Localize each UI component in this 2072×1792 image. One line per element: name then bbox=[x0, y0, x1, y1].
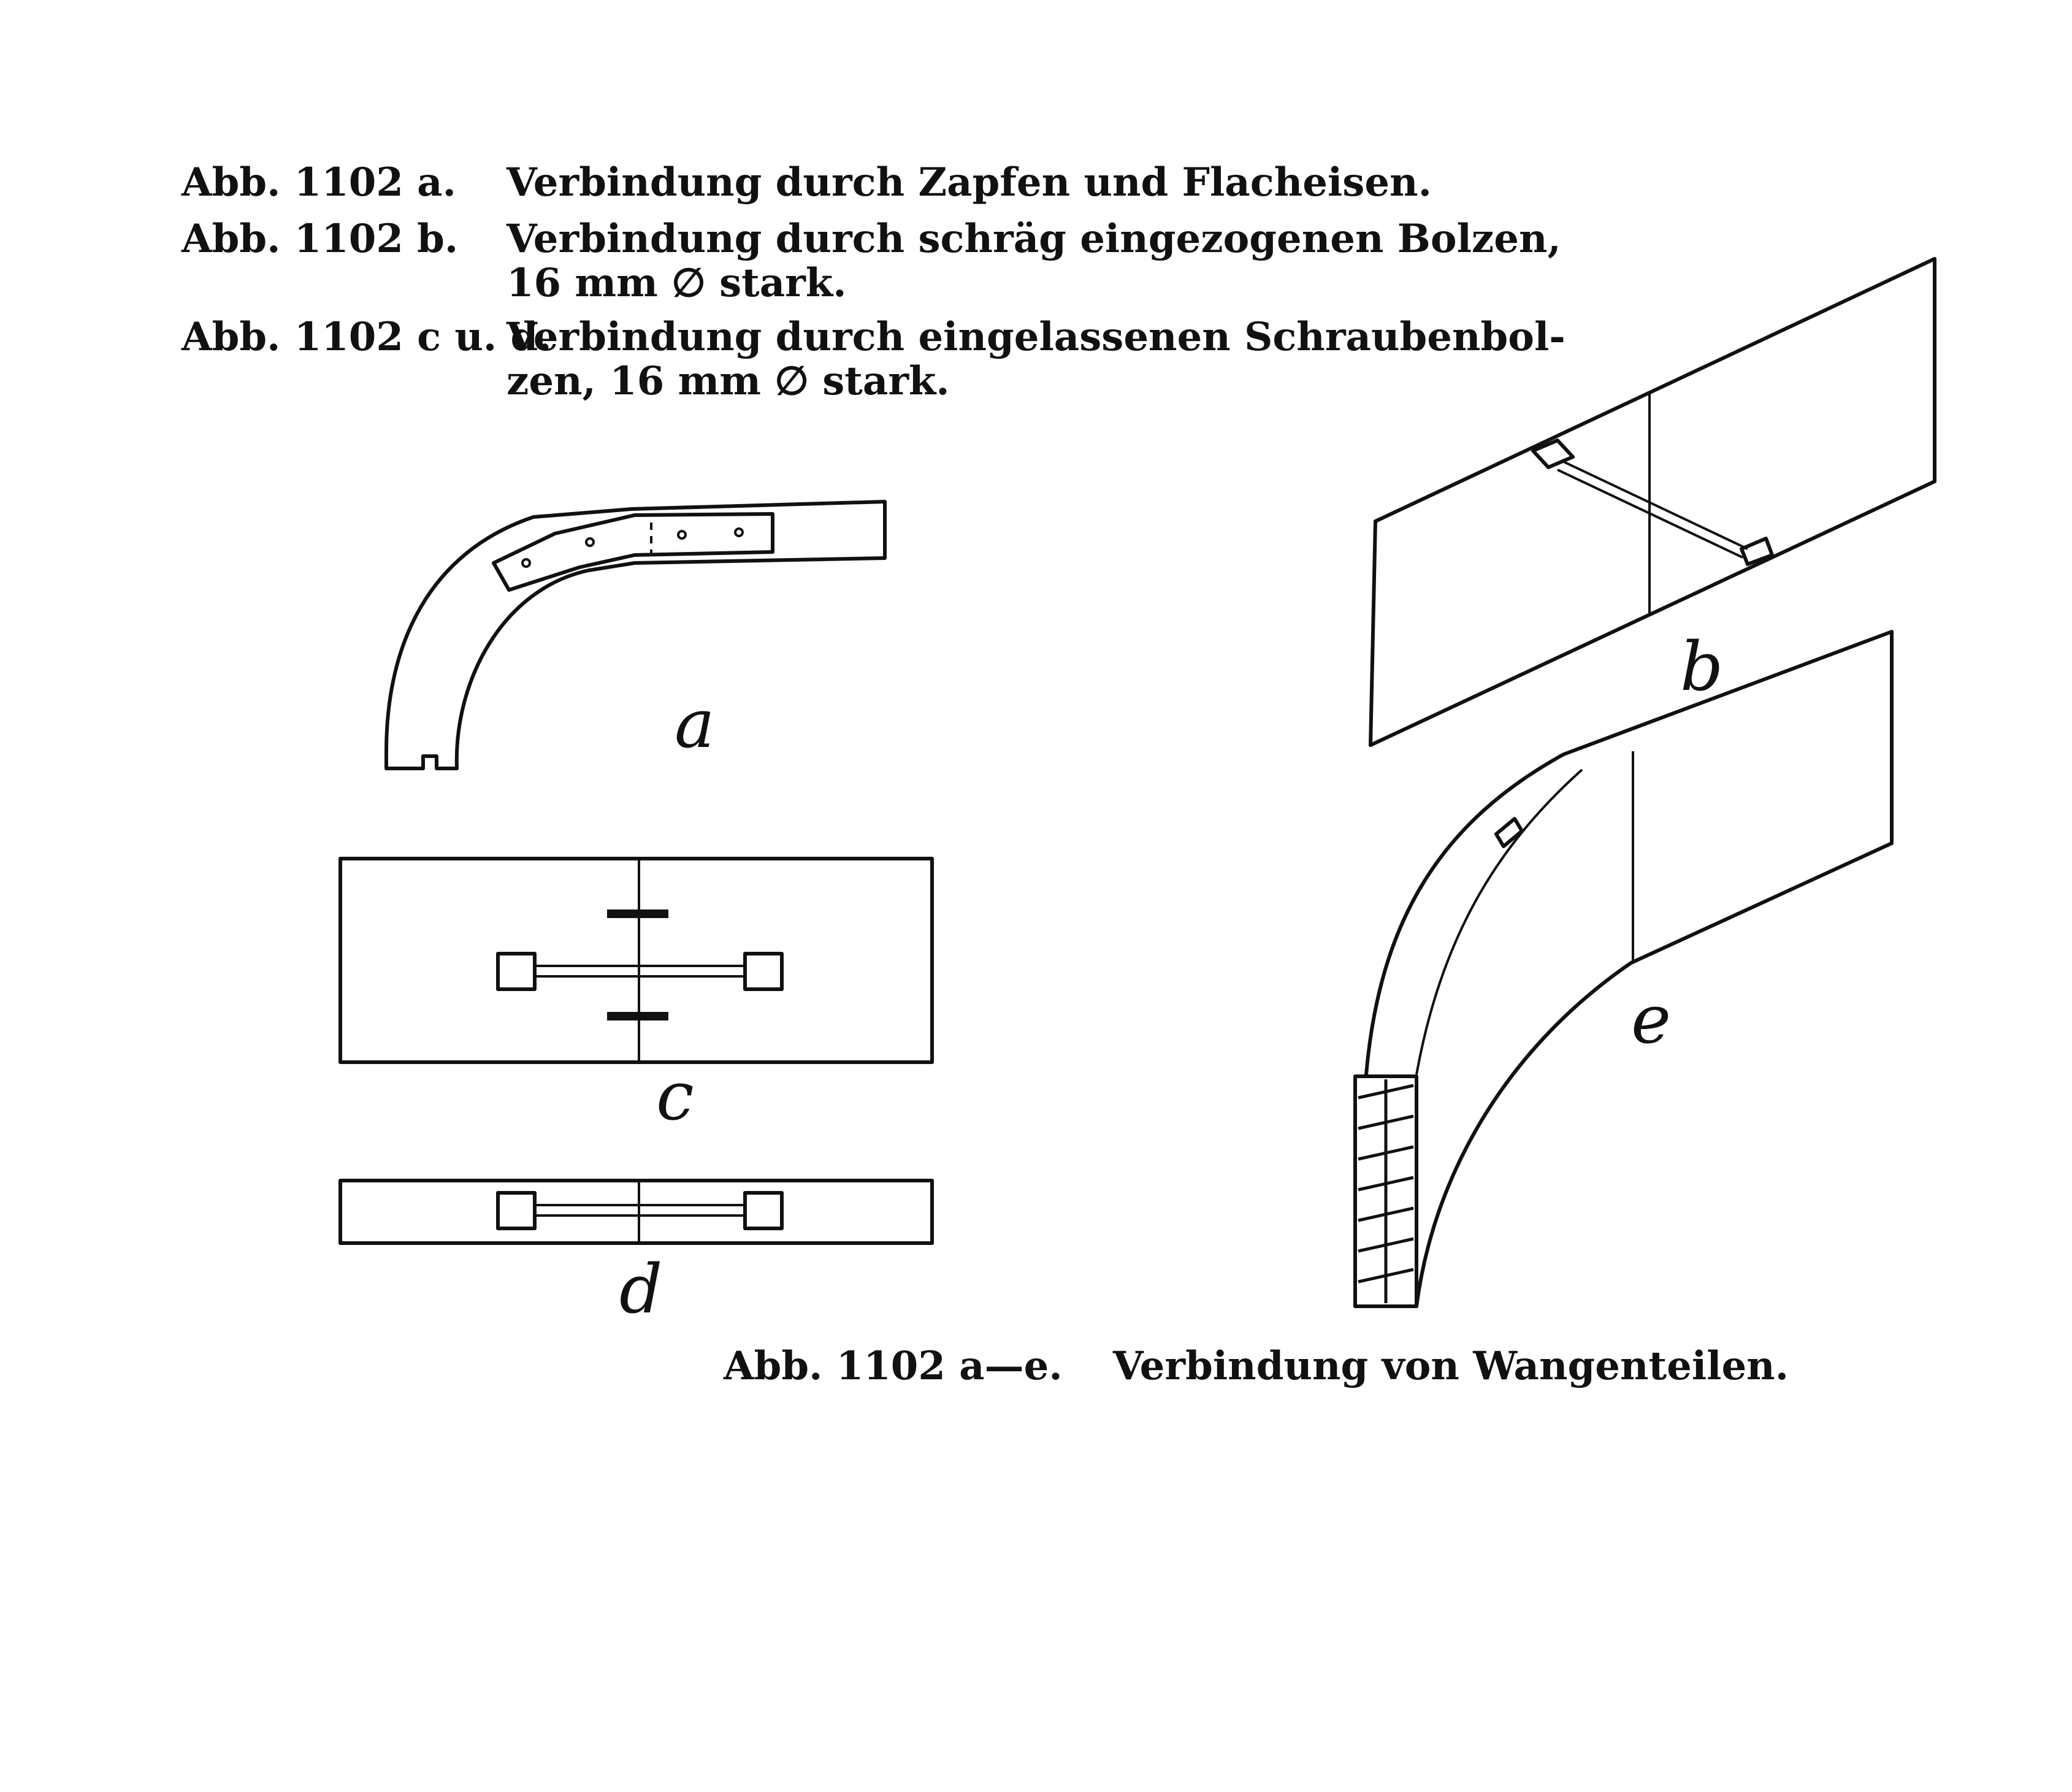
figure-a-bolt-hole-4 bbox=[734, 527, 744, 537]
legend-label-b: Abb. 1102 b. bbox=[182, 216, 459, 262]
figure-d: d bbox=[338, 1179, 934, 1328]
figure-c: c bbox=[338, 857, 934, 1135]
figure-b-bolt-top bbox=[1562, 460, 1748, 550]
legend-label-a: Abb. 1102 a. bbox=[182, 159, 456, 205]
legend-row-a: Abb. 1102 a. Verbindung durch Zapfen und… bbox=[182, 159, 1432, 217]
figure-b: b bbox=[1369, 257, 1936, 747]
caption-text: Verbindung von Wangenteilen. bbox=[1112, 1343, 1789, 1389]
figure-d-nut-left bbox=[496, 1191, 537, 1230]
figure-a-bolt-hole-3 bbox=[677, 530, 687, 540]
figure-a-bolt-hole-1 bbox=[521, 558, 531, 568]
figure-c-nut-left bbox=[496, 952, 537, 991]
figure-e-inner-edge bbox=[1415, 768, 1583, 1075]
figure-e-letter: e bbox=[1631, 980, 1671, 1059]
figure-a-flat-iron bbox=[492, 512, 774, 592]
figure-b-nut-upper bbox=[1531, 438, 1575, 469]
figure-a: a bbox=[384, 500, 887, 770]
figure-a-bolt-hole-2 bbox=[585, 537, 595, 547]
figure-d-nut-right bbox=[743, 1191, 784, 1230]
figure-c-dowel-bottom bbox=[607, 1012, 668, 1020]
figure-e-nut bbox=[1494, 817, 1524, 848]
figure-b-letter: b bbox=[1680, 627, 1723, 706]
figure-a-letter: a bbox=[675, 684, 715, 763]
figure-e-section bbox=[1353, 1074, 1418, 1308]
figure-e-outline bbox=[1364, 630, 1894, 1308]
figure-c-outline bbox=[338, 857, 934, 1064]
legend: Abb. 1102 a. Verbindung durch Zapfen und… bbox=[182, 159, 1565, 413]
caption-label: Abb. 1102 a—e. bbox=[724, 1343, 1063, 1389]
figure-c-letter: c bbox=[656, 1057, 694, 1135]
figure-c-dowel-top bbox=[607, 909, 668, 918]
legend-text-a-line-1: Verbindung durch Zapfen und Flacheisen. bbox=[507, 159, 1432, 205]
legend-row-b: Abb. 1102 b. Verbindung durch schräg ein… bbox=[182, 216, 1561, 315]
figure-e: e bbox=[1353, 630, 1894, 1308]
legend-text-b-line-2: 16 mm ∅ stark. bbox=[507, 260, 847, 306]
legend-text-a: Verbindung durch Zapfen und Flacheisen. bbox=[507, 159, 1432, 205]
figure-b-nut-lower bbox=[1740, 537, 1774, 566]
figure-b-outline bbox=[1369, 257, 1936, 747]
legend-row-cd: Abb. 1102 c u. d. Verbindung durch einge… bbox=[182, 314, 1565, 413]
legend-text-cd-line-2: zen, 16 mm ∅ stark. bbox=[507, 358, 950, 404]
figure-a-tenon bbox=[632, 514, 652, 556]
figure-a-outline bbox=[384, 500, 887, 770]
figure-c-nut-right bbox=[743, 952, 784, 991]
figure-d-outline bbox=[338, 1179, 934, 1245]
figure-caption: Abb. 1102 a—e. Verbindung von Wangenteil… bbox=[724, 1343, 1825, 1389]
figure-b-bolt-bottom bbox=[1557, 469, 1743, 559]
legend-label-cd: Abb. 1102 c u. d. bbox=[182, 314, 552, 360]
figure-d-letter: d bbox=[619, 1250, 662, 1328]
